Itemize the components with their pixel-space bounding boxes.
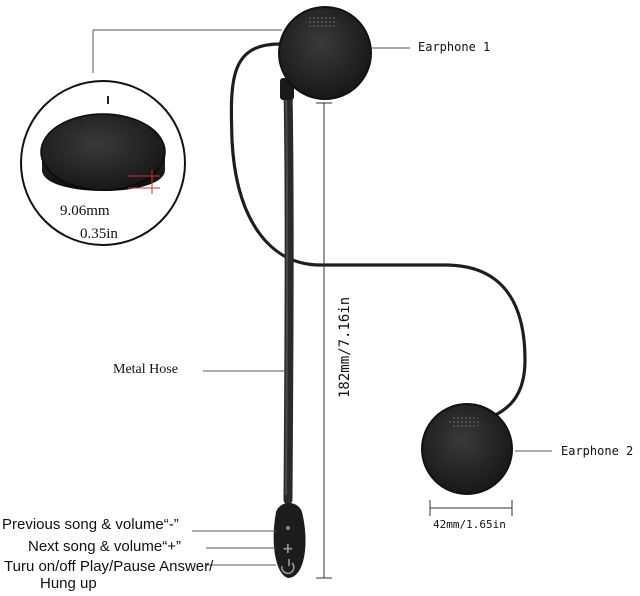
thickness-detail <box>20 29 282 246</box>
length-label: 182mm/7.16in <box>337 296 353 398</box>
length-dimension <box>316 102 332 579</box>
button-power-label-line1: Turu on/off Play/Pause Answer/ <box>4 558 214 575</box>
button-prev-label: Previous song & volume“-” <box>2 516 179 533</box>
button-power-label-line2: Hung up <box>40 575 97 592</box>
control-unit-graphic: + <box>273 503 306 578</box>
button-next-label: Next song & volume“+” <box>28 538 181 555</box>
thickness-in-label: 0.35in <box>80 226 118 242</box>
width-dimension <box>429 500 513 516</box>
earphone-2-label: Earphone 2 <box>561 444 634 458</box>
earphone-1-label: Earphone 1 <box>418 40 491 54</box>
thickness-mm-label: 9.06mm <box>60 203 110 219</box>
cable <box>229 42 527 420</box>
metal-hose <box>283 85 294 505</box>
earphone-2-graphic <box>421 403 513 495</box>
earphone-1-graphic <box>278 6 372 100</box>
metal-hose-label: Metal Hose <box>113 362 178 377</box>
earphone-width-label: 42mm/1.65in <box>433 518 506 531</box>
svg-text:+: + <box>282 541 294 557</box>
